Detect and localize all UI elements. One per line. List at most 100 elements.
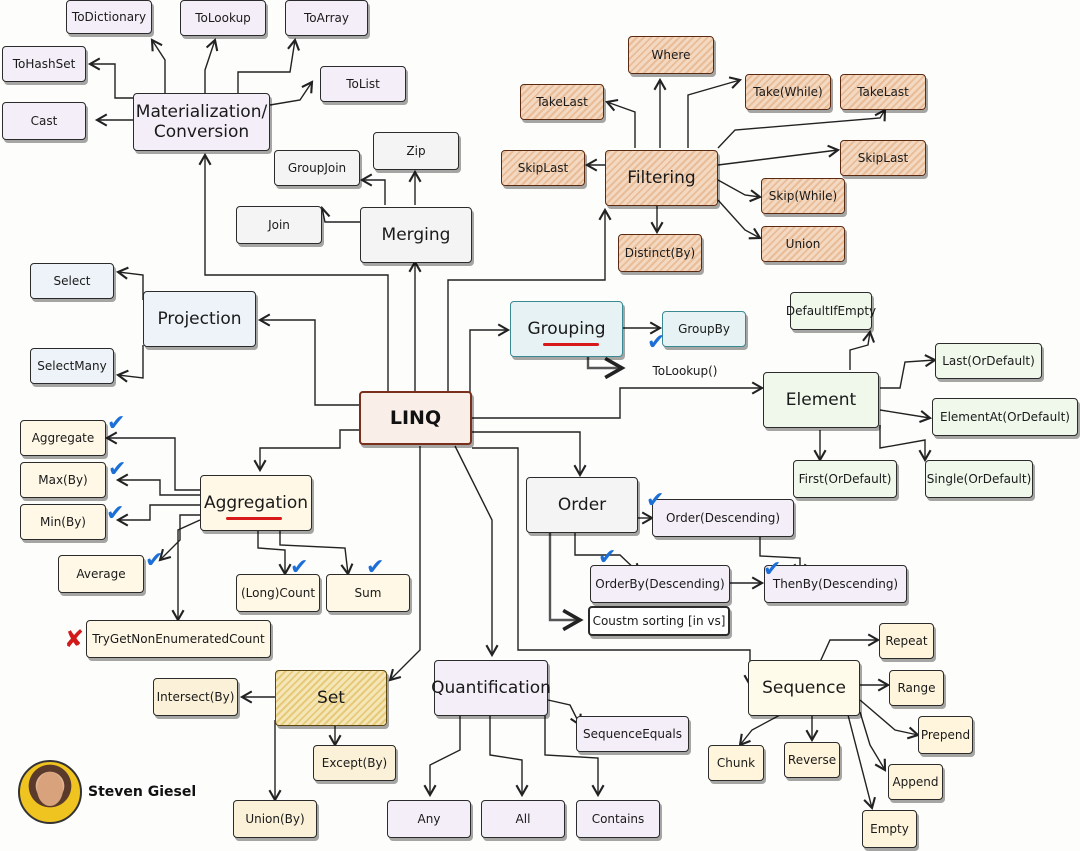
maxby-node[interactable]: Max(By) — [20, 462, 106, 498]
filtering-node[interactable]: Filtering — [605, 150, 718, 206]
grouping-underline — [543, 343, 599, 346]
edge-elem-elementat — [879, 409, 933, 423]
cast-node[interactable]: Cast — [2, 102, 86, 140]
author-badge: Steven Giesel — [18, 760, 196, 824]
author-name: Steven Giesel — [88, 784, 197, 800]
aggregate-check-icon: ✔ — [107, 411, 126, 436]
reverse-node[interactable]: Reverse — [784, 742, 840, 778]
merging-node[interactable]: Merging — [360, 207, 472, 263]
contains-node[interactable]: Contains — [576, 800, 660, 838]
edge-linq-projection — [257, 313, 360, 406]
exceptby-node[interactable]: Except(By) — [313, 745, 396, 781]
materialization-node[interactable]: Materialization/ Conversion — [133, 93, 270, 151]
zip-node[interactable]: Zip — [373, 132, 459, 170]
unionby-node[interactable]: Union(By) — [233, 800, 317, 838]
todictionary-node[interactable]: ToDictionary — [66, 0, 152, 34]
select-node[interactable]: Select — [30, 263, 114, 299]
edge-seq-repeat — [819, 633, 881, 663]
sequenceequals-node[interactable]: SequenceEquals — [576, 716, 689, 752]
edge-seq-append — [859, 711, 887, 772]
linq-node[interactable]: LINQ — [359, 391, 472, 445]
sum-node[interactable]: Sum — [326, 574, 410, 612]
any-node[interactable]: Any — [387, 800, 471, 838]
edge-order-custom — [548, 530, 584, 632]
projection-node[interactable]: Projection — [143, 291, 256, 347]
average-node[interactable]: Average — [58, 555, 144, 593]
edge-linq-order — [472, 431, 587, 478]
edge-mat-tohashset — [87, 57, 135, 99]
prepend-node[interactable]: Prepend — [918, 716, 973, 754]
skiplast-node-right[interactable]: SkipLast — [840, 140, 926, 176]
edge-elem-default — [849, 329, 876, 370]
all-node[interactable]: All — [481, 800, 565, 838]
singleordefault-node[interactable]: Single(OrDefault) — [925, 460, 1033, 498]
thenbydescending-node[interactable]: ThenBy(Descending) — [764, 565, 907, 603]
empty-node[interactable]: Empty — [862, 810, 917, 848]
edge-merge-join — [317, 205, 360, 223]
aggregation-node[interactable]: Aggregation — [200, 475, 312, 531]
distinctby-node[interactable]: Distinct(By) — [618, 234, 702, 272]
repeat-node[interactable]: Repeat — [879, 623, 934, 659]
tolookup-node[interactable]: ToLookup — [180, 0, 266, 36]
range-node[interactable]: Range — [889, 670, 944, 706]
orderdescending-node[interactable]: Order(Descending) — [652, 499, 794, 537]
takelast-node-left[interactable]: TakeLast — [520, 84, 604, 120]
toarray-node[interactable]: ToArray — [285, 0, 368, 36]
aggregation-underline — [226, 517, 282, 520]
tohashset-node[interactable]: ToHashSet — [2, 46, 86, 82]
tolookup-note: ToLookup() — [652, 363, 718, 378]
edge-quant-all — [489, 715, 529, 798]
lastordefault-node[interactable]: Last(OrDefault) — [935, 343, 1042, 379]
firstordefault-node[interactable]: First(OrDefault) — [793, 460, 897, 498]
join-node[interactable]: Join — [236, 206, 322, 244]
edge-filter-union — [717, 199, 762, 240]
edge-elem-last — [880, 354, 938, 389]
skiplast-node-left[interactable]: SkipLast — [501, 150, 585, 186]
set-node[interactable]: Set — [275, 670, 387, 726]
orderbydescending-node[interactable]: OrderBy(Descending) — [590, 565, 730, 603]
edge-agg-max — [115, 473, 200, 496]
elementatordefault-node[interactable]: ElementAt(OrDefault) — [932, 398, 1078, 436]
defaultifempty-node[interactable]: DefaultIfEmpty — [786, 292, 876, 330]
longcount-node[interactable]: (Long)Count — [236, 574, 320, 612]
takelast-node-right[interactable]: TakeLast — [840, 74, 926, 110]
quantification-node[interactable]: Quantification — [431, 660, 551, 716]
where-node[interactable]: Where — [628, 36, 714, 74]
thenbydescending-check-icon: ✔ — [763, 557, 782, 582]
edge-mat-toarray — [237, 37, 301, 93]
intersectby-node[interactable]: Intersect(By) — [153, 678, 238, 716]
edge-quant-any — [423, 715, 461, 798]
edge-agg-average — [158, 514, 200, 562]
edge-filter-skiplast2 — [717, 144, 841, 166]
edge-proj-selectmany — [115, 345, 144, 383]
edge-mat-tolookup — [204, 37, 219, 93]
tolist-node[interactable]: ToList — [320, 66, 406, 102]
append-node[interactable]: Append — [888, 764, 943, 800]
edge-linq-element — [472, 381, 765, 419]
trygetnonenumeratedcount-cross-icon: ✘ — [64, 625, 85, 653]
takewhile-node[interactable]: Take(While) — [745, 74, 831, 110]
groupby-check-icon: ✔ — [647, 330, 666, 355]
chunk-node[interactable]: Chunk — [708, 745, 764, 781]
aggregate-node[interactable]: Aggregate — [20, 420, 106, 456]
groupjoin-node[interactable]: GroupJoin — [274, 150, 360, 186]
skipwhile-node[interactable]: Skip(While) — [761, 178, 845, 214]
maxby-check-icon: ✔ — [108, 457, 127, 482]
edge-mat-todictionary — [150, 38, 166, 93]
edge-merge-groupjoin — [359, 173, 386, 205]
union-node-filtering[interactable]: Union — [761, 226, 845, 262]
edge-agg-tryget — [171, 519, 201, 623]
order-node[interactable]: Order — [526, 477, 638, 533]
edge-group-tolookup — [586, 356, 626, 380]
groupby-node[interactable]: GroupBy — [662, 311, 746, 347]
longcount-check-icon: ✔ — [290, 555, 309, 580]
element-node[interactable]: Element — [763, 372, 879, 428]
trygetnonenumeratedcount-node[interactable]: TryGetNonEnumeratedCount — [86, 620, 271, 658]
avatar — [18, 760, 82, 824]
custom-sorting-node[interactable]: Coustm sorting [in vs] — [588, 606, 730, 636]
sequence-node[interactable]: Sequence — [748, 660, 860, 716]
grouping-node[interactable]: Grouping — [510, 301, 623, 357]
minby-node[interactable]: Min(By) — [20, 504, 106, 540]
edge-linq-aggregation — [253, 429, 360, 473]
selectmany-node[interactable]: SelectMany — [30, 348, 114, 384]
